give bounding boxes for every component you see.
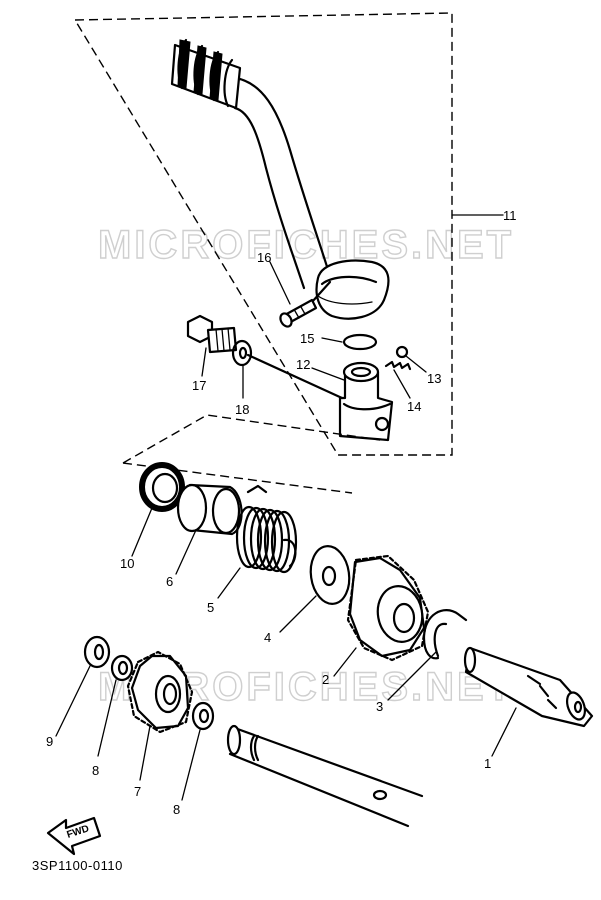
spring-14 <box>384 360 412 371</box>
callout-2: 2 <box>322 672 329 687</box>
callout-5: 5 <box>207 600 214 615</box>
assembly-11-outline <box>73 12 504 456</box>
kick-gear-2 <box>346 554 430 662</box>
torsion-spring-5 <box>235 484 298 574</box>
callout-18: 18 <box>235 402 249 417</box>
forward-arrow-icon: FWD <box>46 816 102 856</box>
lower-group-outline <box>122 414 381 494</box>
callout-14: 14 <box>407 399 421 414</box>
callout-10: 10 <box>120 556 134 571</box>
callout-12: 12 <box>296 357 310 372</box>
diagram-code: 3SP1100-0110 <box>32 858 123 873</box>
callout-labels: 1 2 3 4 5 6 7 8 8 9 10 11 12 13 14 15 16… <box>46 208 517 817</box>
collar-6 <box>176 483 243 536</box>
o-ring-15 <box>342 333 378 351</box>
kick-axle-1 <box>463 646 594 728</box>
callout-8-lower: 8 <box>173 802 180 817</box>
idle-gear-7 <box>126 650 194 734</box>
watermark-top: MICROFICHES.NET <box>98 223 514 267</box>
callout-16: 16 <box>257 250 271 265</box>
oil-seal-10 <box>139 462 185 512</box>
ball-13 <box>395 345 409 359</box>
bolt-17 <box>186 314 238 354</box>
callout-6: 6 <box>166 574 173 589</box>
washer-8-lower <box>191 701 215 731</box>
washer-18 <box>231 339 253 367</box>
washer-4 <box>309 545 351 605</box>
callout-1: 1 <box>484 756 491 771</box>
callout-11: 11 <box>503 208 517 223</box>
callout-4: 4 <box>264 630 271 645</box>
kick-boss-12 <box>246 353 394 442</box>
callout-8-upper: 8 <box>92 763 99 778</box>
callout-3: 3 <box>376 699 383 714</box>
circlip-3 <box>422 609 468 660</box>
callout-9: 9 <box>46 734 53 749</box>
leader-lines <box>55 261 517 801</box>
clamp-bolt-16 <box>279 298 318 328</box>
kick-crank-lever <box>170 38 390 320</box>
washer-9 <box>83 635 111 669</box>
callout-17: 17 <box>192 378 206 393</box>
callout-13: 13 <box>427 371 441 386</box>
callout-7: 7 <box>134 784 141 799</box>
callout-15: 15 <box>300 331 314 346</box>
shaft <box>226 724 424 828</box>
washer-8-upper <box>110 654 134 682</box>
